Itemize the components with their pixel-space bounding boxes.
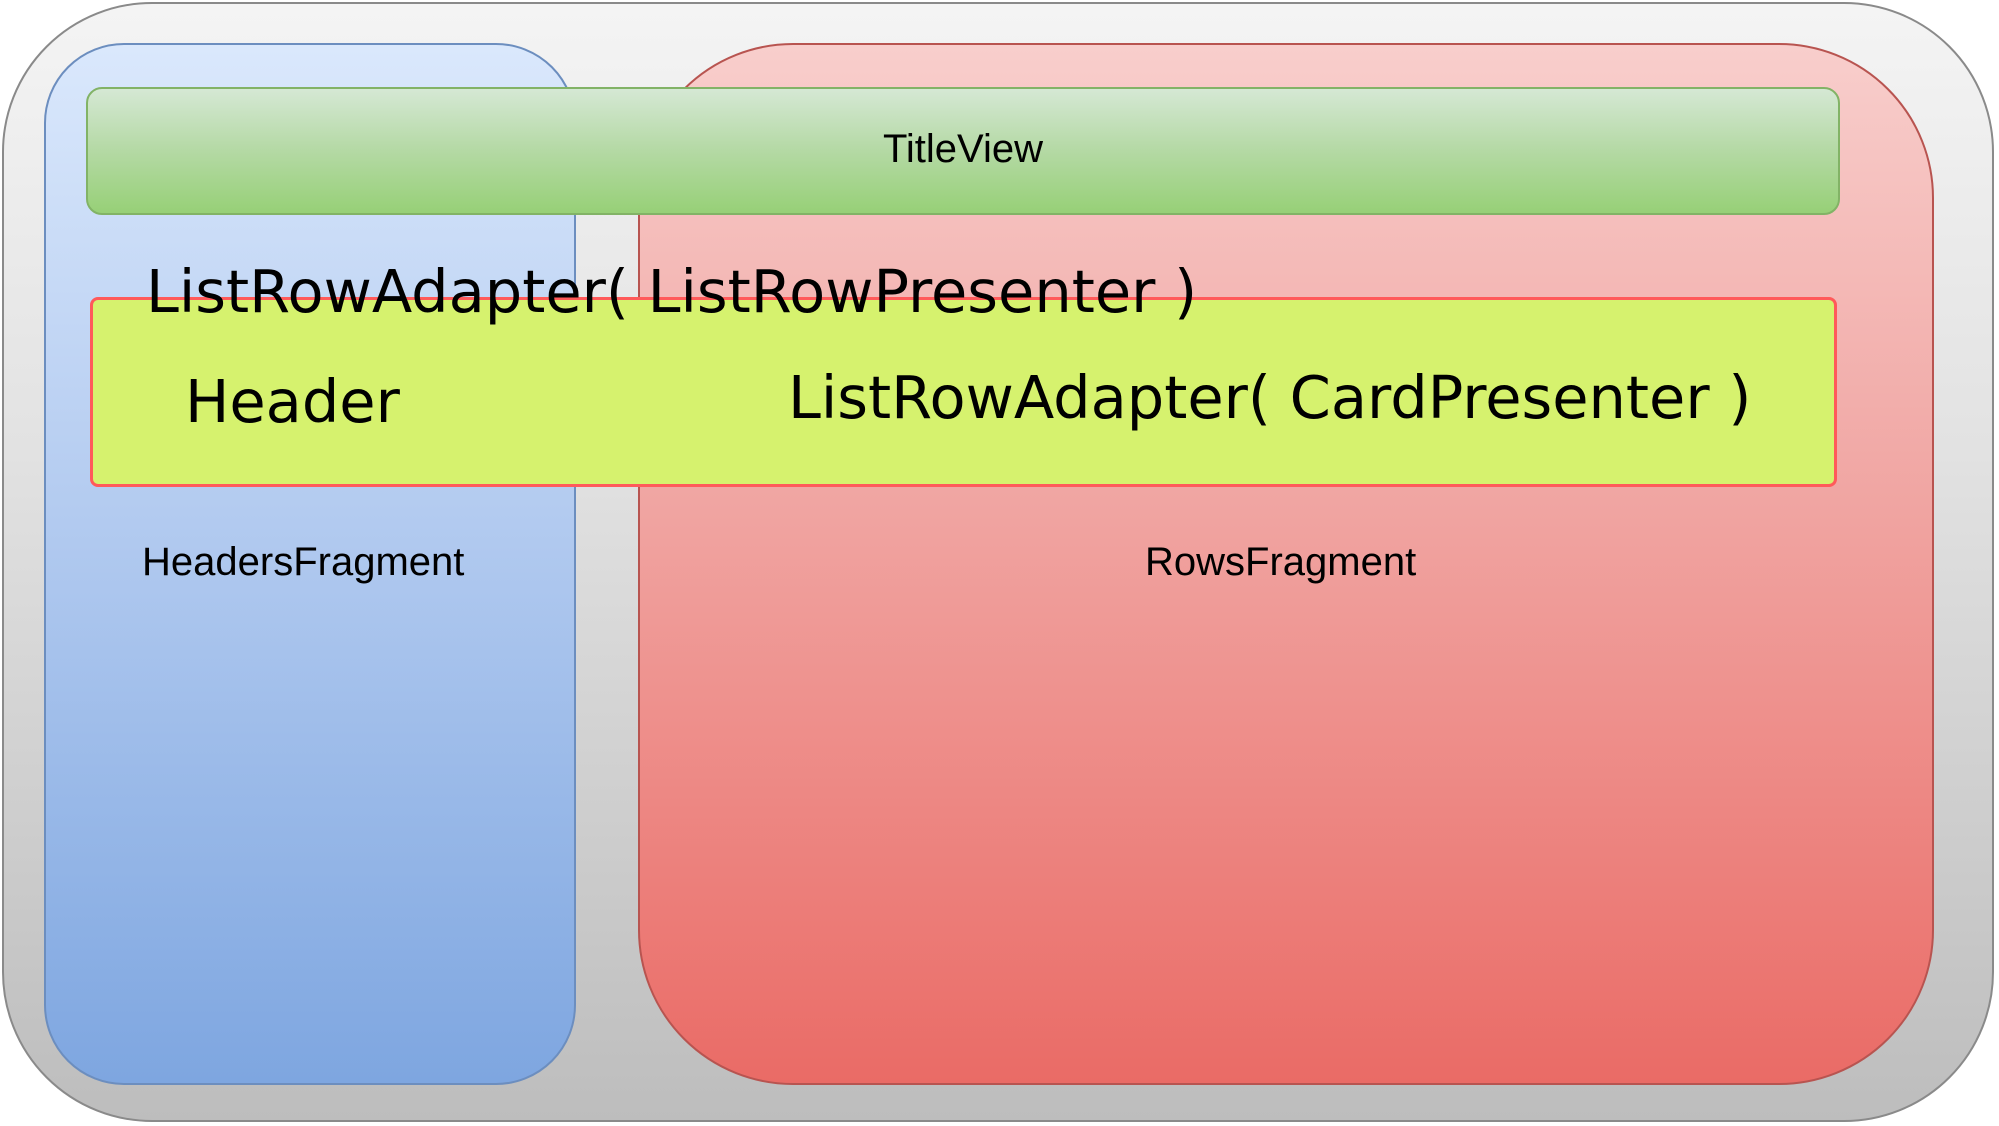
- rows-fragment-label: RowsFragment: [1145, 540, 1417, 584]
- list-row-box: [90, 297, 1837, 487]
- title-view-box: TitleView: [86, 87, 1840, 215]
- title-view-label: TitleView: [882, 127, 1044, 171]
- rows-fragment-box: [638, 43, 1934, 1085]
- headers-fragment-box: [44, 43, 576, 1085]
- card-adapter-label: ListRowAdapter( CardPresenter ): [788, 363, 1752, 432]
- row-adapter-label: ListRowAdapter( ListRowPresenter ): [146, 257, 1198, 326]
- headers-fragment-label: HeadersFragment: [142, 540, 465, 584]
- header-label: Header: [185, 367, 400, 436]
